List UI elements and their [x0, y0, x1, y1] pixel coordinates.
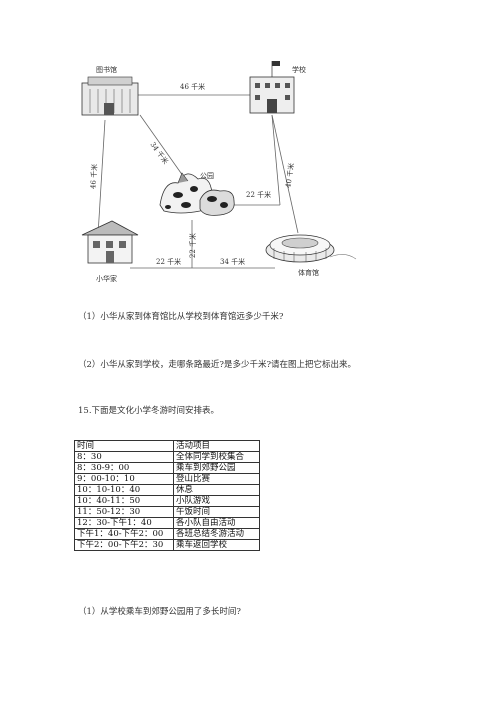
- table-header-row: 时间 活动项目: [74, 440, 260, 452]
- question-1: （1）小华从家到体育馆比从学校到体育馆远多少千米?: [78, 312, 284, 322]
- cell-activity: 小队游戏: [173, 495, 260, 507]
- cell-activity: 午饭时间: [173, 506, 260, 518]
- route-map-drawing: [81, 61, 357, 269]
- school-icon: [249, 61, 295, 114]
- cell-time: 下午2：00-下午2：30: [74, 539, 174, 551]
- distance-park-junction: 22 千米: [189, 232, 198, 259]
- table-row: 11：50-12：30 午饭时间: [74, 506, 260, 518]
- cell-time: 下午1：40-下午2：00: [74, 528, 174, 540]
- cell-activity: 各小队自由活动: [173, 517, 260, 529]
- home-icon: [81, 220, 139, 264]
- cell-activity: 全体同学到校集合: [173, 451, 260, 463]
- table-row: 8：30 全体同学到校集合: [74, 451, 260, 463]
- library-label: 图书馆: [96, 66, 117, 74]
- cell-time: 8：30-9：00: [74, 462, 174, 474]
- home-label: 小华家: [96, 275, 117, 283]
- table-row: 下午1：40-下午2：00 各班总结冬游活动: [74, 528, 260, 540]
- route-map: 图书馆 学校 公园 小华家 体育馆 46 千米 34 千米 46 千米 40 千…: [60, 55, 370, 290]
- schedule-table: 时间 活动项目 8：30 全体同学到校集合 8：30-9：00 乘车到郊野公园 …: [74, 440, 260, 551]
- distance-home-junction: 22 千米: [156, 258, 182, 266]
- library-icon: [81, 76, 139, 116]
- cell-time: 8：30: [74, 451, 174, 463]
- cell-time: 10：40-11：50: [74, 495, 174, 507]
- cell-time: 10：10-10：40: [74, 484, 174, 496]
- cell-activity: 乘车到郊野公园: [173, 462, 260, 474]
- cell-activity: 乘车返回学校: [173, 539, 260, 551]
- park-label: 公园: [200, 172, 214, 180]
- park-icon: [159, 172, 235, 216]
- distance-park-school-road: 22 千米: [246, 191, 272, 199]
- table-row: 9：00-10：10 登山比赛: [74, 473, 260, 485]
- question-15-1: （1）从学校乘车到郊野公园用了多长时间?: [78, 607, 241, 617]
- cell-activity: 休息: [173, 484, 260, 496]
- cell-time: 11：50-12：30: [74, 506, 174, 518]
- road-library-home: [97, 119, 106, 236]
- table-row: 10：10-10：40 休息: [74, 484, 260, 496]
- road-school-gym: [271, 114, 299, 234]
- road-library-park: [139, 114, 189, 184]
- question-15-title: 15.下面是文化小学冬游时间安排表。: [78, 406, 220, 416]
- gym-icon: [265, 234, 357, 263]
- school-label: 学校: [292, 66, 306, 74]
- table-row: 下午2：00-下午2：30 乘车返回学校: [74, 539, 260, 551]
- header-activity: 活动项目: [173, 440, 260, 452]
- gym-label: 体育馆: [298, 269, 319, 277]
- table-row: 8：30-9：00 乘车到郊野公园: [74, 462, 260, 474]
- cell-activity: 登山比赛: [173, 473, 260, 485]
- distance-library-school: 46 千米: [180, 83, 206, 91]
- question-2: （2）小华从家到学校，走哪条路最近?是多少千米?请在图上把它标出来。: [78, 360, 357, 370]
- header-time: 时间: [74, 440, 174, 452]
- table-row: 10：40-11：50 小队游戏: [74, 495, 260, 507]
- table-row: 12：30-下午1：40 各小队自由活动: [74, 517, 260, 529]
- distance-junction-gym: 34 千米: [220, 258, 246, 266]
- cell-time: 9：00-10：10: [74, 473, 174, 485]
- cell-activity: 各班总结冬游活动: [173, 528, 260, 540]
- cell-time: 12：30-下午1：40: [74, 517, 174, 529]
